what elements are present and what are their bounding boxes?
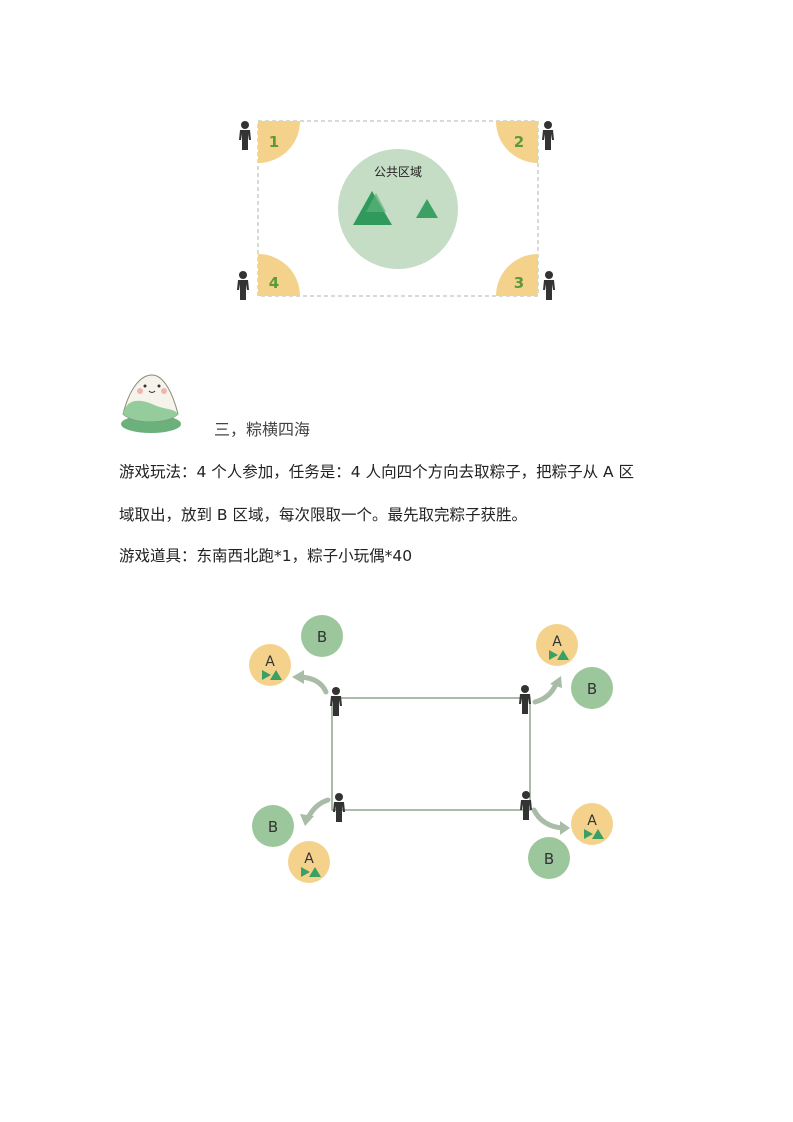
field-diagram-1: 1 2 3 4 公共区域 <box>237 120 555 300</box>
zone-a: A <box>571 803 613 845</box>
rules-line-1: 游戏玩法：4 个人参加，任务是：4 人向四个方向去取粽子，把粽子从 A 区 <box>119 463 635 481</box>
props-line: 游戏道具：东南西北跑*1，粽子小玩偶*40 <box>119 547 413 565</box>
zone-a: A <box>288 841 330 883</box>
corner-number-1: 1 <box>269 133 279 151</box>
person-icon <box>333 793 345 822</box>
public-area-circle <box>338 149 458 269</box>
svg-text:A: A <box>265 654 275 670</box>
zone-b: B <box>528 837 570 879</box>
field-diagram-2: B A A B B A A B <box>249 615 613 883</box>
mountain-icon <box>353 191 392 225</box>
svg-text:B: B <box>268 818 278 836</box>
arrow-icon <box>305 797 331 821</box>
zone-b: B <box>571 667 613 709</box>
corner-zone-4 <box>258 254 300 296</box>
svg-text:A: A <box>552 634 562 650</box>
field-boundary <box>257 120 539 297</box>
corner-zone-2 <box>496 121 538 163</box>
person-icon <box>239 121 251 150</box>
person-icon <box>237 271 249 300</box>
zongzi-mascot-icon <box>121 374 181 433</box>
person-icon <box>519 685 531 714</box>
corner-number-2: 2 <box>514 133 524 151</box>
person-icon <box>543 271 555 300</box>
zone-a: A <box>536 624 578 666</box>
corner-number-4: 4 <box>269 274 279 292</box>
corner-zone-3 <box>496 254 538 296</box>
zone-a: A <box>249 644 291 686</box>
svg-text:A: A <box>587 813 597 829</box>
public-area-label: 公共区域 <box>374 165 422 179</box>
corner-number-3: 3 <box>514 274 524 292</box>
corner-zone-1 <box>258 121 300 163</box>
svg-text:B: B <box>317 628 327 646</box>
svg-text:B: B <box>587 680 597 698</box>
field-rectangle <box>331 697 531 811</box>
rules-line-2: 域取出，放到 B 区域，每次限取一个。最先取完粽子获胜。 <box>119 506 527 524</box>
svg-text:A: A <box>304 851 314 867</box>
zone-b: B <box>301 615 343 657</box>
mountain-small-icon <box>416 199 438 218</box>
section-heading: 三，粽横四海 <box>214 420 311 439</box>
arrow-icon <box>532 681 559 705</box>
zone-b: B <box>252 805 294 847</box>
person-icon <box>542 121 554 150</box>
arrow-icon <box>531 807 565 831</box>
svg-text:B: B <box>544 850 554 868</box>
